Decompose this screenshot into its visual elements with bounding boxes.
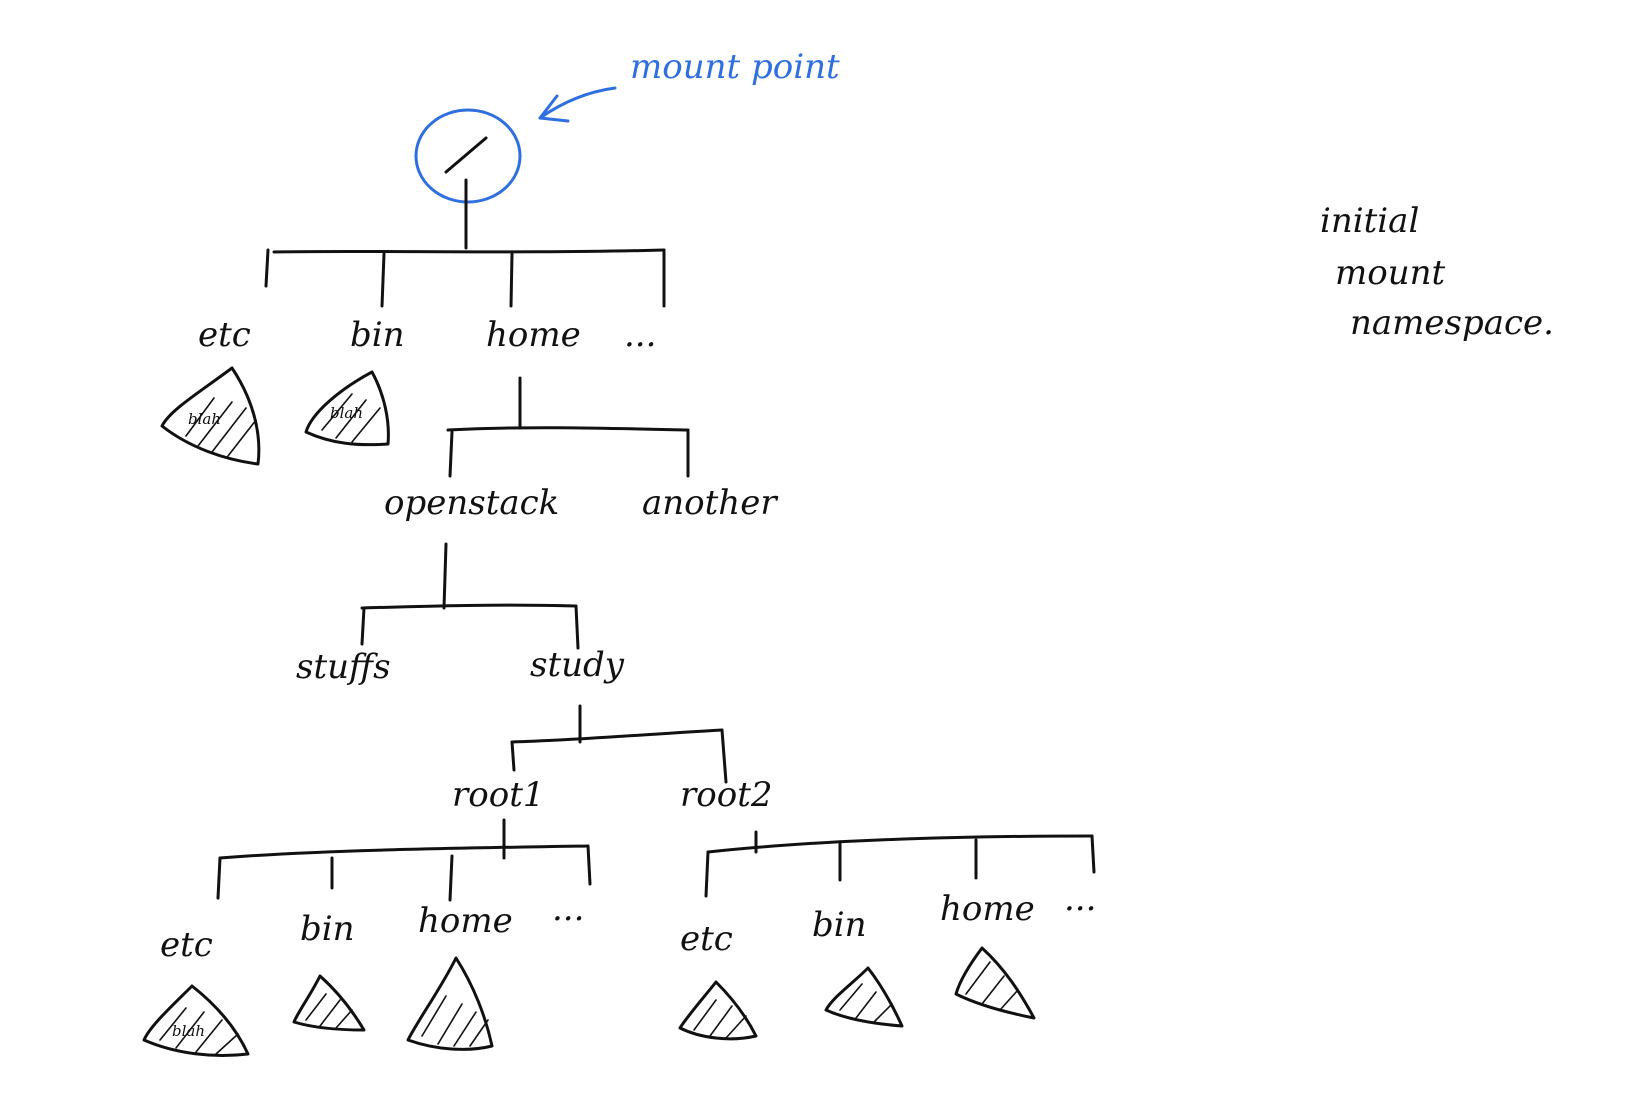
- fs-triangle-root1-home: [406, 956, 494, 1051]
- node-root1: root1: [452, 775, 545, 815]
- node-root2-bin: bin: [812, 905, 867, 945]
- node-root1-home: home: [418, 901, 513, 941]
- fs-triangle-root1-bin: [292, 974, 366, 1032]
- openstack-stem: [442, 542, 448, 610]
- node-root1-more: ...: [552, 889, 584, 929]
- fs-triangle-root2-bin: [824, 966, 904, 1028]
- tick-stuffs: [360, 606, 366, 646]
- tick-openstack: [448, 430, 454, 478]
- root-bus: [272, 248, 666, 254]
- node-stuffs: stuffs: [296, 647, 391, 687]
- side-note: initial mount namespace.: [1320, 201, 1554, 343]
- node-root2-home: home: [940, 889, 1035, 929]
- mount-point-annotation: mount point: [414, 47, 840, 204]
- root-node: /: [264, 136, 666, 308]
- node-root2-more: ...: [1064, 879, 1096, 919]
- root2-bus: [706, 834, 1094, 854]
- node-openstack: openstack: [384, 483, 559, 523]
- fs-etc-content: blah: [188, 410, 221, 428]
- fs-root1-etc-content: blah: [172, 1022, 205, 1040]
- home-bus: [446, 426, 690, 432]
- fs-triangle-root2-etc: [678, 980, 758, 1041]
- node-more: ...: [624, 315, 656, 355]
- fs-triangle-etc: blah: [160, 366, 261, 466]
- tick-bin: [380, 252, 386, 308]
- node-root1-etc: etc: [160, 925, 213, 965]
- node-root2-etc: etc: [680, 919, 733, 959]
- node-study: study: [530, 645, 625, 685]
- fs-triangle-root1-etc: blah: [142, 984, 250, 1057]
- openstack-bus: [360, 603, 578, 610]
- tick-home: [509, 252, 514, 308]
- mount-point-arrowhead: [538, 94, 570, 123]
- node-etc: etc: [198, 315, 251, 355]
- side-note-line-2: mount: [1335, 253, 1446, 293]
- node-bin: bin: [350, 315, 405, 355]
- tick-study: [574, 604, 580, 650]
- study-subtree-lines: [510, 704, 728, 784]
- node-root2: root2: [680, 775, 773, 815]
- fs-bin-content: blah: [330, 404, 363, 422]
- mount-point-label: mount point: [630, 47, 840, 87]
- openstack-subtree-lines: [360, 542, 580, 650]
- side-note-line-3: namespace.: [1350, 303, 1554, 343]
- tick-root1-etc: [216, 856, 222, 900]
- root1-subtree-lines: [216, 818, 592, 902]
- tick-etc: [264, 248, 270, 288]
- node-another: another: [642, 483, 778, 523]
- tick-root1-home: [448, 854, 454, 902]
- tick-root2: [720, 728, 728, 784]
- tick-root2-more: [1090, 834, 1096, 874]
- tick-root1-more: [586, 844, 592, 886]
- root-slash: [444, 136, 488, 174]
- node-home: home: [486, 315, 581, 355]
- mount-point-arrow: [538, 86, 617, 120]
- side-note-line-1: initial: [1320, 201, 1419, 241]
- fs-triangle-root2-home: [954, 946, 1036, 1020]
- root1-bus: [218, 844, 590, 860]
- tick-root1: [510, 740, 516, 772]
- mount-point-circle: [414, 108, 522, 204]
- node-root1-bin: bin: [300, 909, 355, 949]
- tick-root2-etc: [704, 850, 710, 898]
- fs-triangle-bin: blah: [304, 370, 390, 447]
- root2-subtree-lines: [704, 830, 1096, 898]
- home-subtree-lines: [446, 376, 690, 478]
- study-bus: [510, 728, 724, 744]
